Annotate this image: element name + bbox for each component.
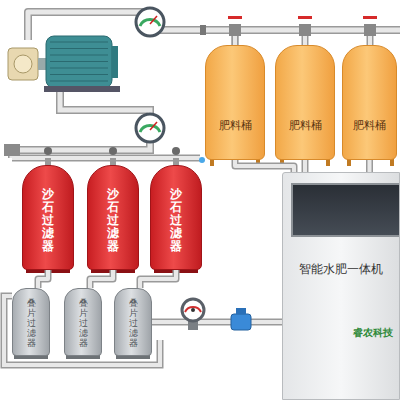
pump-head <box>14 55 32 73</box>
component-label: 肥料桶 <box>219 118 252 133</box>
ball-valve-cap <box>236 308 246 314</box>
pipe-joint <box>200 25 206 35</box>
motor-fin <box>50 48 108 49</box>
fertilizer-tank: 肥料桶 <box>205 45 265 160</box>
gauge-needle <box>150 122 157 130</box>
coupling <box>38 58 46 70</box>
component-label: 智能水肥一体机 <box>299 261 383 278</box>
pressure-gauge <box>136 8 164 142</box>
sand-filter: 沙石过滤器 <box>87 165 139 270</box>
ball-valve <box>231 314 251 330</box>
valve-handle <box>228 16 242 19</box>
fertilizer-tank: 肥料桶 <box>342 45 397 160</box>
valve <box>299 24 311 36</box>
gauge-needle <box>150 16 157 24</box>
component-label: 叠片过滤器 <box>27 299 36 348</box>
motor-fins <box>50 42 108 81</box>
disc-filter: 叠片过滤器 <box>114 288 152 356</box>
pipe-body <box>90 270 113 288</box>
component-label: 肥料桶 <box>289 118 322 133</box>
water-pipe <box>235 160 294 172</box>
component-label: 沙石过滤器 <box>170 188 182 254</box>
pipe <box>12 155 200 162</box>
pipe-outline <box>302 160 309 172</box>
water-pipe <box>90 270 113 288</box>
pipe-body <box>235 160 294 172</box>
gauge-face <box>136 8 164 36</box>
pipe-body <box>38 270 48 288</box>
motor-fin <box>50 80 108 81</box>
fertigation-machine: 智能水肥一体机睿农科技 <box>282 172 400 400</box>
valve <box>364 24 376 36</box>
flow-meter-scale <box>185 307 201 312</box>
component-label: 沙石过滤器 <box>107 188 119 254</box>
water-pipe <box>305 160 306 172</box>
water-pipe <box>140 270 176 288</box>
pump <box>8 36 120 92</box>
pipe-outline <box>235 160 294 172</box>
water-pipe <box>152 322 282 323</box>
valve <box>4 144 20 156</box>
motor-fin <box>50 67 108 68</box>
pipe <box>12 156 200 160</box>
gauge-face <box>136 114 164 142</box>
valve <box>44 147 52 155</box>
motor-fin <box>50 74 108 75</box>
control-screen <box>291 183 399 237</box>
valve <box>172 147 180 155</box>
pipe-outline <box>90 270 113 288</box>
component-label: 肥料桶 <box>353 118 386 133</box>
flow-meter <box>182 299 204 330</box>
pipe-outline <box>38 270 48 288</box>
motor-fin <box>50 54 108 55</box>
pump-head <box>8 48 38 80</box>
pipe-outline <box>140 270 176 288</box>
pipe <box>12 88 150 158</box>
gauge-scale <box>140 20 160 26</box>
pipe-outline <box>366 160 373 172</box>
valve-handle <box>298 16 312 19</box>
disc-filter: 叠片过滤器 <box>12 288 50 356</box>
water-drop <box>199 157 205 163</box>
pipe-outline <box>152 319 282 326</box>
pipe-body <box>303 160 307 172</box>
flow-meter-face <box>182 299 204 321</box>
component-label: 沙石过滤器 <box>42 188 54 254</box>
valve <box>109 147 117 155</box>
pipe-body <box>140 270 176 288</box>
pipe-body <box>152 320 282 324</box>
pipe <box>12 88 150 158</box>
component-label: 叠片过滤器 <box>79 299 88 348</box>
base <box>44 86 120 92</box>
valve <box>200 16 377 36</box>
sand-filter: 沙石过滤器 <box>22 165 74 270</box>
brand-label: 睿农科技 <box>353 326 393 340</box>
disc-filter: 叠片过滤器 <box>64 288 102 356</box>
valve <box>229 24 241 36</box>
valve-handle <box>363 16 377 19</box>
water-pipe <box>369 160 370 172</box>
water-pipe <box>38 270 48 288</box>
fertilizer-tank: 肥料桶 <box>275 45 335 160</box>
motor-fin <box>50 61 108 62</box>
gauge-scale <box>140 126 160 132</box>
motor-cap <box>112 46 118 78</box>
motor <box>46 36 112 88</box>
valve <box>4 144 205 163</box>
sand-filter: 沙石过滤器 <box>150 165 202 270</box>
pipe-body <box>368 160 372 172</box>
flow-meter-pivot <box>191 308 195 312</box>
motor-fin <box>50 41 108 42</box>
component-label: 叠片过滤器 <box>129 299 138 348</box>
ball-valve <box>231 308 251 330</box>
